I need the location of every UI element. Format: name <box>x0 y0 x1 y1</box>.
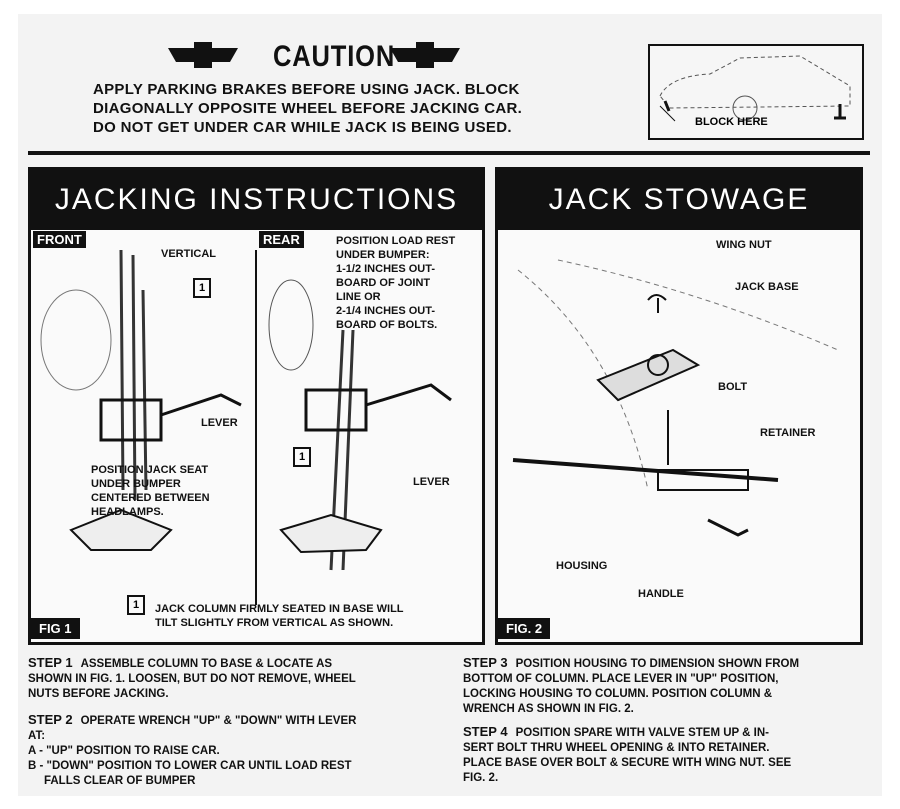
block-here-label: BLOCK HERE <box>695 116 768 128</box>
bowtie-logo-icon <box>390 42 460 68</box>
callout-1: 1 <box>293 447 311 467</box>
step-text: POSITION SPARE WITH VALVE STEM UP & IN- <box>515 727 770 739</box>
callout-1: 1 <box>127 595 145 615</box>
caution-line: APPLY PARKING BRAKES BEFORE USING JACK. … <box>93 81 520 98</box>
step-text: AT: <box>28 730 46 742</box>
caution-line: DO NOT GET UNDER CAR WHILE JACK IS BEING… <box>93 119 512 136</box>
step-text: FIG. 2. <box>463 772 499 784</box>
bowtie-logo-icon <box>168 42 238 68</box>
step-label: STEP 1 <box>28 655 73 670</box>
step-text: FALLS CLEAR OF BUMPER <box>28 775 196 787</box>
divider <box>28 151 870 155</box>
caution-title: CAUTION <box>273 40 396 73</box>
wing-nut-label: WING NUT <box>716 239 772 251</box>
step-4: STEP 4 POSITION SPARE WITH VALVE STEM UP … <box>463 724 791 786</box>
car-silhouette-icon <box>659 55 851 122</box>
stowage-illustration <box>512 259 839 537</box>
step-text: WRENCH AS SHOWN IN FIG. 2. <box>463 703 634 715</box>
step-text: SHOWN IN FIG. 1. LOOSEN, BUT DO NOT REMO… <box>28 673 356 685</box>
jack-illustration <box>40 249 452 605</box>
jacking-title: JACKING INSTRUCTIONS <box>31 170 482 230</box>
rear-tag: REAR <box>259 231 304 248</box>
jacking-instructions-panel: JACKING INSTRUCTIONS FRONT REAR VERTICAL… <box>28 167 485 645</box>
caution-line: DIAGONALLY OPPOSITE WHEEL BEFORE JACKING… <box>93 100 523 117</box>
vertical-label: VERTICAL <box>161 248 216 260</box>
step-label: STEP 4 <box>463 724 508 739</box>
step-text: A - "UP" POSITION TO RAISE CAR. <box>28 745 220 757</box>
stowage-title: JACK STOWAGE <box>498 170 860 230</box>
load-rest-note: POSITION LOAD REST UNDER BUMPER: 1-1/2 I… <box>336 235 456 331</box>
front-tag: FRONT <box>33 231 86 248</box>
step-text: POSITION HOUSING TO DIMENSION SHOWN FROM <box>515 658 800 670</box>
step-1: STEP 1 ASSEMBLE COLUMN TO BASE & LOCATE A… <box>28 655 356 702</box>
lever-label-rear: LEVER <box>413 476 450 488</box>
jack-base-label: JACK BASE <box>735 281 799 293</box>
bolt-label: BOLT <box>718 381 748 393</box>
step-3: STEP 3 POSITION HOUSING TO DIMENSION SHOW… <box>463 655 799 717</box>
column-note: JACK COLUMN FIRMLY SEATED IN BASE WILL T… <box>155 603 404 629</box>
housing-label: HOUSING <box>556 560 608 572</box>
step-text: OPERATE WRENCH "UP" & "DOWN" WITH LEVER <box>80 715 357 727</box>
retainer-label: RETAINER <box>760 427 816 439</box>
step-text: PLACE BASE OVER BOLT & SECURE WITH WING … <box>463 757 792 769</box>
step-text: LOCKING HOUSING TO COLUMN. POSITION COLU… <box>463 688 773 700</box>
step-label: STEP 3 <box>463 655 508 670</box>
step-text: BOTTOM OF COLUMN. PLACE LEVER IN "UP" PO… <box>463 673 779 685</box>
callout-1: 1 <box>193 278 211 298</box>
handle-label: HANDLE <box>638 588 684 600</box>
step-text: SERT BOLT THRU WHEEL OPENING & INTO RETA… <box>463 742 770 754</box>
step-text: NUTS BEFORE JACKING. <box>28 688 169 700</box>
caution-text: APPLY PARKING BRAKES BEFORE USING JACK. … <box>93 80 522 137</box>
fig-1-label: FIG 1 <box>31 618 80 639</box>
step-text: ASSEMBLE COLUMN TO BASE & LOCATE AS <box>80 658 333 670</box>
jacking-decal: CAUTION APPLY PARKING BRAKES BEFORE USIN… <box>18 14 882 796</box>
seat-note: POSITION JACK SEAT UNDER BUMPER CENTERED… <box>91 464 210 518</box>
lever-label-front: LEVER <box>201 417 238 429</box>
step-label: STEP 2 <box>28 712 73 727</box>
jack-stowage-panel: JACK STOWAGE WING NUT JACK BASE BOLT RET… <box>495 167 863 645</box>
step-2: STEP 2 OPERATE WRENCH "UP" & "DOWN" WITH … <box>28 712 356 789</box>
step-text: B - "DOWN" POSITION TO LOWER CAR UNTIL L… <box>28 760 352 772</box>
block-here-diagram <box>648 44 864 140</box>
fig-2-label: FIG. 2 <box>498 618 551 639</box>
